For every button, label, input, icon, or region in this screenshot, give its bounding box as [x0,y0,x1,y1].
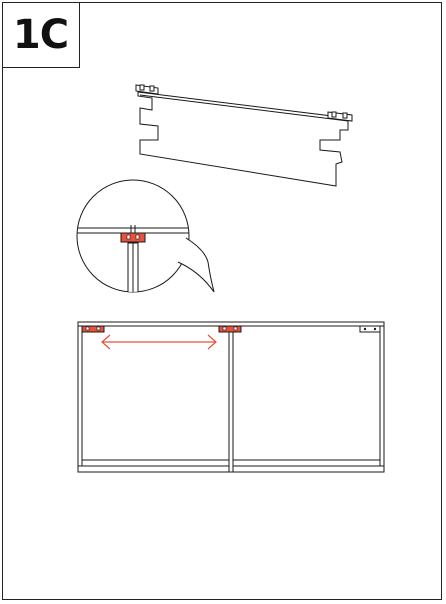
instruction-frame [2,2,442,600]
front-bracket-center-icon [218,325,242,333]
detail-magnifier [76,179,215,293]
front-bracket-right-icon [359,325,381,333]
panel-bracket-left-icon [135,84,159,95]
detail-bracket-icon [120,225,146,243]
step-number: 1C [12,11,69,58]
step-number-box: 1C [2,2,80,68]
front-bracket-left-icon [81,325,105,333]
isometric-back-panel [137,91,349,187]
magnifier-pointer [177,237,215,293]
double-arrow-icon [101,334,217,350]
panel-bracket-right-icon [327,111,353,122]
cabinet-front-view [77,321,385,473]
